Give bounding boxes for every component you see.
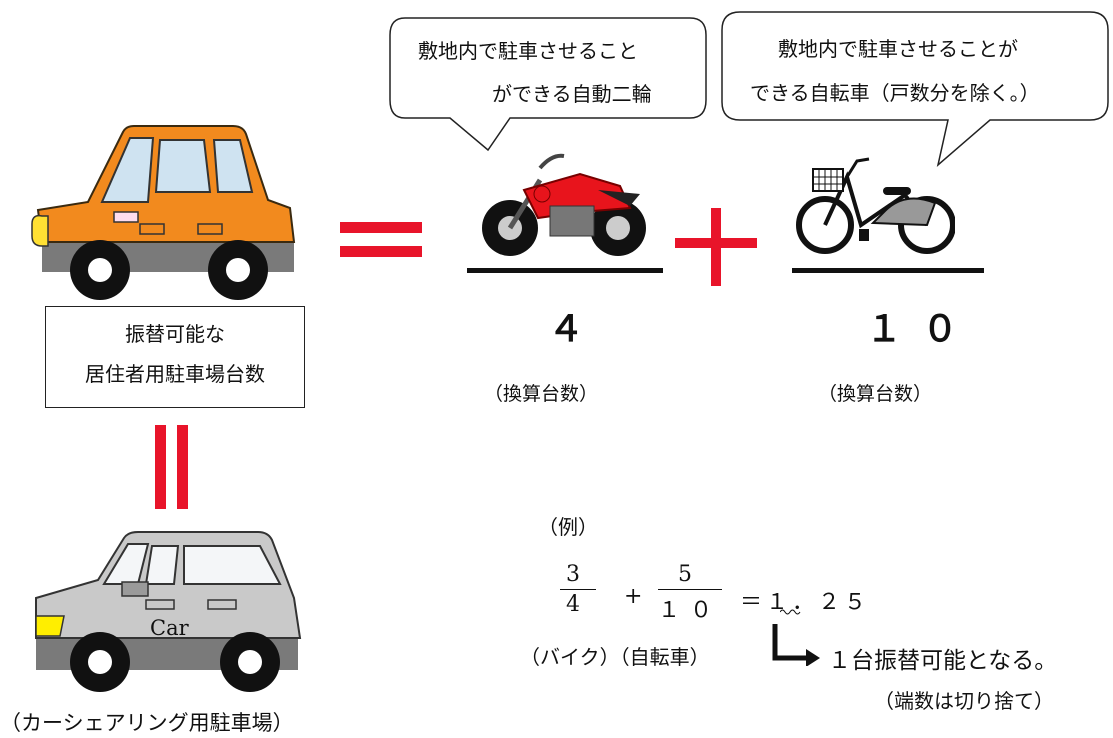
example-conclusion: １台振替可能となる。 [828,648,1058,674]
example-fraction-1: 3 4 [560,562,596,617]
wavy-underline [780,609,801,615]
motorcycle-bubble [389,17,707,152]
fraction-2-denominator: １０ [658,598,723,623]
example-heading: （例） [538,515,598,539]
bicycle-fraction-bar [792,268,984,273]
motorcycle-fraction-bar [467,268,663,273]
parking-count-box: 振替可能な 居住者用駐車場台数 [45,306,305,408]
car-text: Car [150,616,189,640]
equals-sign [340,222,422,257]
orange-car-icon [31,125,296,300]
conversion-label-bicycle: （換算台数） [818,383,933,405]
motorcycle-bubble-line-2: ができる自動二輪 [492,82,652,106]
bicycle-icon [796,157,955,254]
fraction-1-denominator: 4 [566,592,590,617]
bicycle-bubble-line-1: 敷地内で駐車させることが [778,37,1018,61]
carshare-label: （カーシェアリング用駐車場） [0,711,294,735]
fraction-1-numerator: 3 [560,562,596,590]
motorcycle-icon [482,153,646,256]
example-fraction-2: 5 １０ [658,562,723,624]
bicycle-bubble [721,11,1109,168]
plus-sign [675,208,757,286]
fraction-2-numerator: 5 [658,562,723,590]
motorcycle-bubble-line-1: 敷地内で駐車させること [418,39,638,63]
parking-box-line-1: 振替可能な [125,322,225,346]
vertical-equals-sign [155,425,188,509]
conversion-label-motorcycle: （換算台数） [484,383,599,405]
parking-box-line-2: 居住者用駐車場台数 [85,362,265,386]
grey-car-icon [35,531,302,692]
bicycle-divisor: １０ [866,309,979,350]
example-labels: （バイク）（自転車） [520,645,710,669]
example-result: ＝１．２５ [740,590,871,615]
bicycle-bubble-line-2: できる自転車（戸数分を除く。） [750,81,1040,105]
motorcycle-divisor: ４ [548,309,605,350]
result-arrow-icon [772,624,820,666]
example-note: （端数は切り捨て） [874,689,1054,713]
example-plus: + [624,584,643,609]
